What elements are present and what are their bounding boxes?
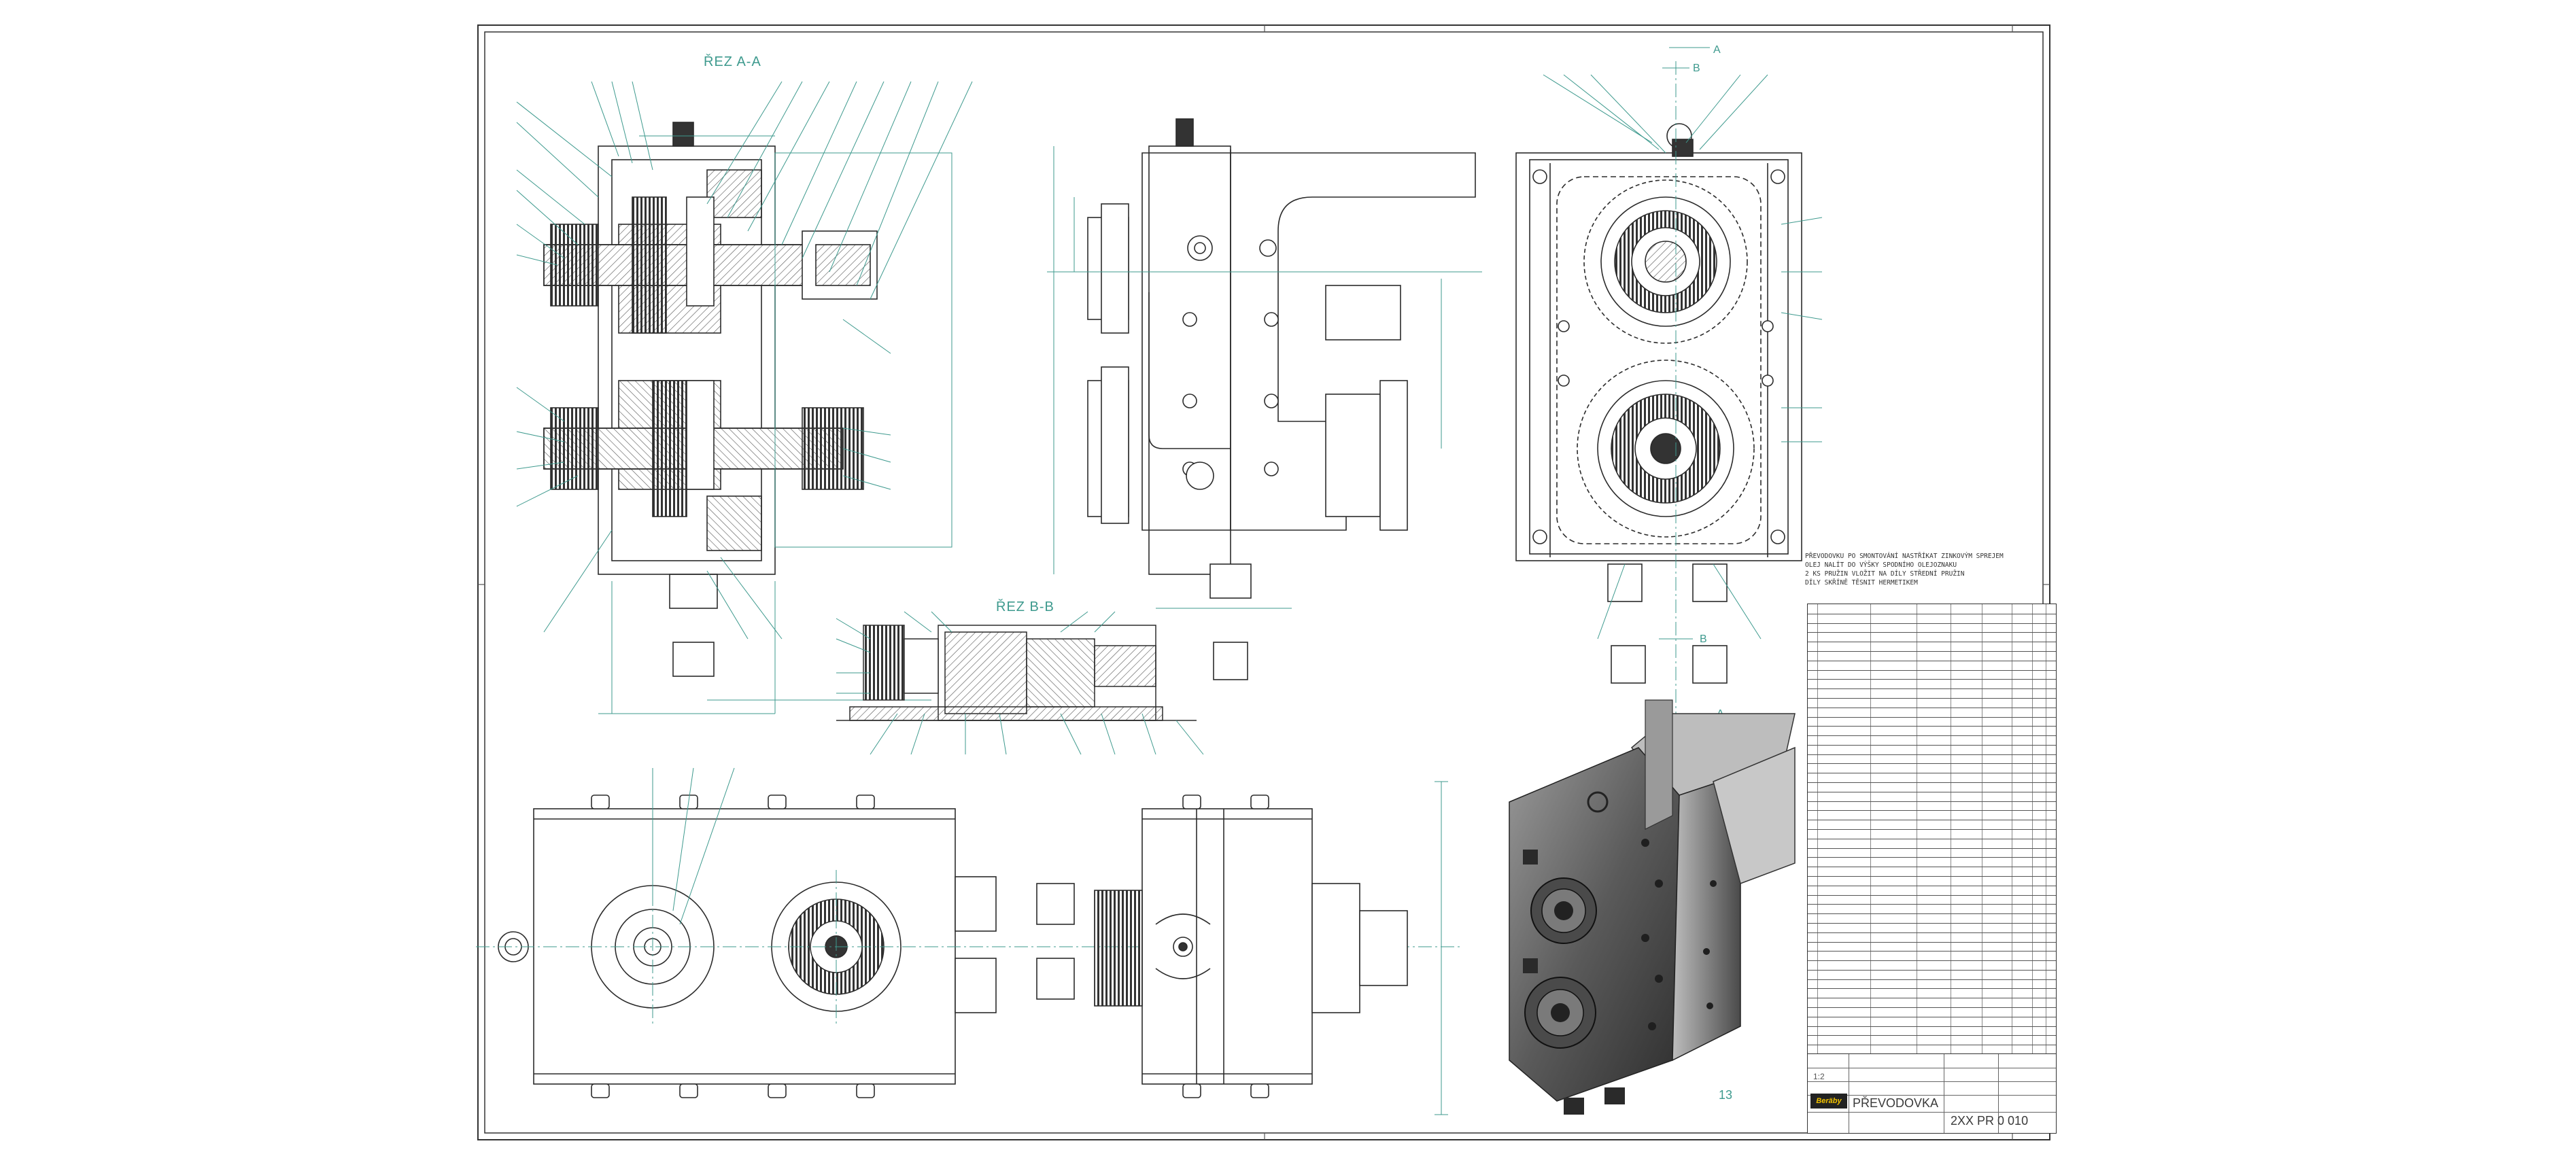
section-b-b-label: ŘEZ B-B	[996, 599, 1054, 614]
parts-list-row	[1808, 941, 2056, 943]
parts-list-table	[1807, 604, 2057, 1055]
note-line: PŘEVODOVKU PO SMONTOVÁNÍ NASTŘÍKAT ZINKO…	[1805, 553, 2004, 560]
leader-lines-a-a	[516, 81, 973, 714]
parts-list-row	[1808, 951, 2056, 952]
sheet-number: 13	[1719, 1088, 1733, 1102]
parts-list-row	[1808, 810, 2056, 811]
isometric-render	[1509, 699, 1796, 1115]
sheet-border-inner	[484, 31, 2044, 1134]
parts-list-row	[1808, 922, 2056, 924]
parts-list-row	[1808, 801, 2056, 802]
parts-list-row	[1808, 1007, 2056, 1009]
parts-list-row	[1808, 904, 2056, 905]
parts-list-row	[1808, 726, 2056, 727]
parts-list-row	[1808, 782, 2056, 784]
side-view-dimensions	[1047, 146, 1482, 609]
title-block: Beräby PŘEVODOVKA 2XX PR 0 010 1:2	[1807, 1053, 2057, 1134]
parts-list-row	[1808, 875, 2056, 877]
scale-value: 1:2	[1813, 1072, 1825, 1081]
parts-list-row	[1808, 754, 2056, 755]
parts-list-row	[1808, 913, 2056, 915]
parts-list-row	[1808, 969, 2056, 971]
side-view-2	[1094, 795, 1408, 1098]
zone-ticks	[478, 25, 2050, 1140]
parts-list-row	[1808, 650, 2056, 652]
parts-list-row	[1808, 988, 2056, 990]
parts-list-row	[1808, 735, 2056, 737]
note-line: OLEJ NALÍT DO VÝŠKY SPODNÍHO OLEJOZNAKU	[1805, 561, 1957, 569]
parts-list-row	[1808, 857, 2056, 858]
parts-list-row	[1808, 1026, 2056, 1027]
front-view	[1515, 123, 1802, 684]
parts-list-row	[1808, 763, 2056, 765]
parts-list-row	[1808, 829, 2056, 830]
note-line: DÍLY SKŘÍNĚ TĚSNIT HERMETIKEM	[1805, 579, 1918, 587]
section-marker-a-top: A	[1713, 44, 1721, 56]
parts-list-row	[1808, 979, 2056, 980]
parts-list-row	[1808, 688, 2056, 690]
parts-list-row	[1808, 960, 2056, 962]
parts-list-row	[1808, 1035, 2056, 1036]
section-marker-b-top: B	[1693, 63, 1700, 74]
sheet-border-outer	[477, 24, 2050, 1140]
leader-lines-b-b	[836, 611, 1204, 755]
parts-list-row	[1808, 623, 2056, 624]
parts-list-row	[1808, 716, 2056, 718]
company-logo: Beräby	[1810, 1094, 1847, 1109]
parts-list-row	[1808, 632, 2056, 633]
side-view	[1087, 118, 1476, 680]
section-a-a-label: ŘEZ A-A	[704, 54, 761, 69]
top-view-leaders	[652, 767, 735, 925]
section-b-b-view	[836, 625, 1197, 721]
parts-list-row	[1808, 669, 2056, 671]
section-marker-b-bottom: B	[1700, 633, 1707, 645]
parts-list-row	[1808, 744, 2056, 746]
parts-list-row	[1808, 848, 2056, 849]
section-a-a-view	[543, 122, 952, 677]
parts-list-row	[1808, 894, 2056, 896]
parts-list-row	[1808, 697, 2056, 699]
front-view-leaders	[1543, 47, 1823, 720]
parts-list-row	[1808, 932, 2056, 933]
note-line: 2 ks PRUŽIN VLOŽIT NA DÍLY STŘEDNÍ PRUŽI…	[1805, 570, 1965, 578]
parts-list-row	[1808, 679, 2056, 680]
side-view-2-dimensions	[1435, 781, 1448, 1115]
assembly-notes: PŘEVODOVKU PO SMONTOVÁNÍ NASTŘÍKAT ZINKO…	[1805, 552, 2023, 587]
drawing-number: 2XX PR 0 010	[1951, 1114, 2029, 1128]
drawing-title: PŘEVODOVKA	[1853, 1096, 1939, 1110]
